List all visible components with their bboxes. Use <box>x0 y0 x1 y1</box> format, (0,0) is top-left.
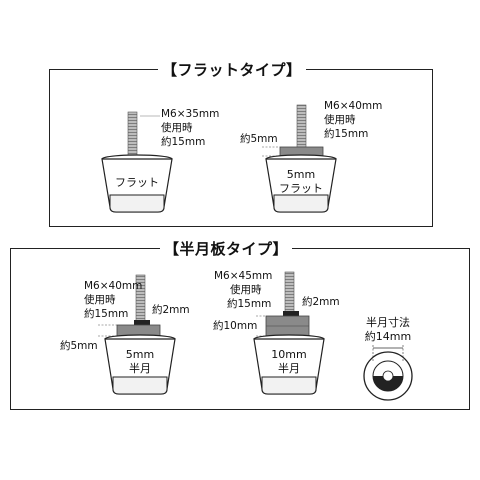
bolt <box>127 111 138 156</box>
half-2-in-use-length: 約15mm <box>227 298 272 310</box>
bolt <box>296 104 307 149</box>
half-1-in-use-label: 使用時 <box>84 294 116 306</box>
flat-1-bolt-size: M6×35mm <box>161 108 220 120</box>
flat-1-in-use-label: 使用時 <box>161 122 193 134</box>
half-1-in-use-length: 約15mm <box>84 308 129 320</box>
half-moon-dimension-value: 約14mm <box>364 330 412 343</box>
flat-2-foot-type: フラット <box>279 182 323 195</box>
half-1-foot-size: 5mm <box>125 348 155 361</box>
flat-1-in-use-length: 約15mm <box>161 136 206 148</box>
half-1-plate-thickness: 約5mm <box>60 340 98 352</box>
flat-2-bolt-size: M6×40mm <box>324 100 383 112</box>
half-moon-gap <box>134 320 150 325</box>
half-2-plate-thickness: 約10mm <box>213 320 258 332</box>
half-2-foot-type: 半月 <box>278 362 300 375</box>
half-moon-foot-2 <box>253 271 325 395</box>
half-moon-foot-1 <box>98 274 176 395</box>
flat-1-foot-label: フラット <box>115 176 159 189</box>
half-moon-gap <box>283 311 299 316</box>
half-2-gap-size: 約2mm <box>302 296 340 308</box>
spacer-plate <box>116 324 161 337</box>
half-2-bolt-size: M6×45mm <box>214 270 273 282</box>
flat-2-plate-thickness: 約5mm <box>240 133 278 145</box>
flat-2-in-use-length: 約15mm <box>324 128 369 140</box>
half-moon-top-view <box>363 345 413 401</box>
half-2-foot-size: 10mm <box>271 348 307 361</box>
half-1-foot-type: 半月 <box>129 362 151 375</box>
flat-type-title: 【フラットタイプ】 <box>158 61 306 79</box>
flat-foot-1 <box>101 111 173 213</box>
flat-foot-2 <box>262 104 337 213</box>
half-moon-type-title: 【半月板タイプ】 <box>160 240 293 258</box>
half-2-in-use-label: 使用時 <box>230 284 262 296</box>
half-1-gap-size: 約2mm <box>152 304 190 316</box>
half-moon-dimension-title: 半月寸法 <box>366 316 410 329</box>
flat-2-in-use-label: 使用時 <box>324 114 356 126</box>
flat-2-foot-size: 5mm <box>286 168 316 181</box>
half-1-bolt-size: M6×40mm <box>84 280 143 292</box>
bolt <box>284 271 295 313</box>
